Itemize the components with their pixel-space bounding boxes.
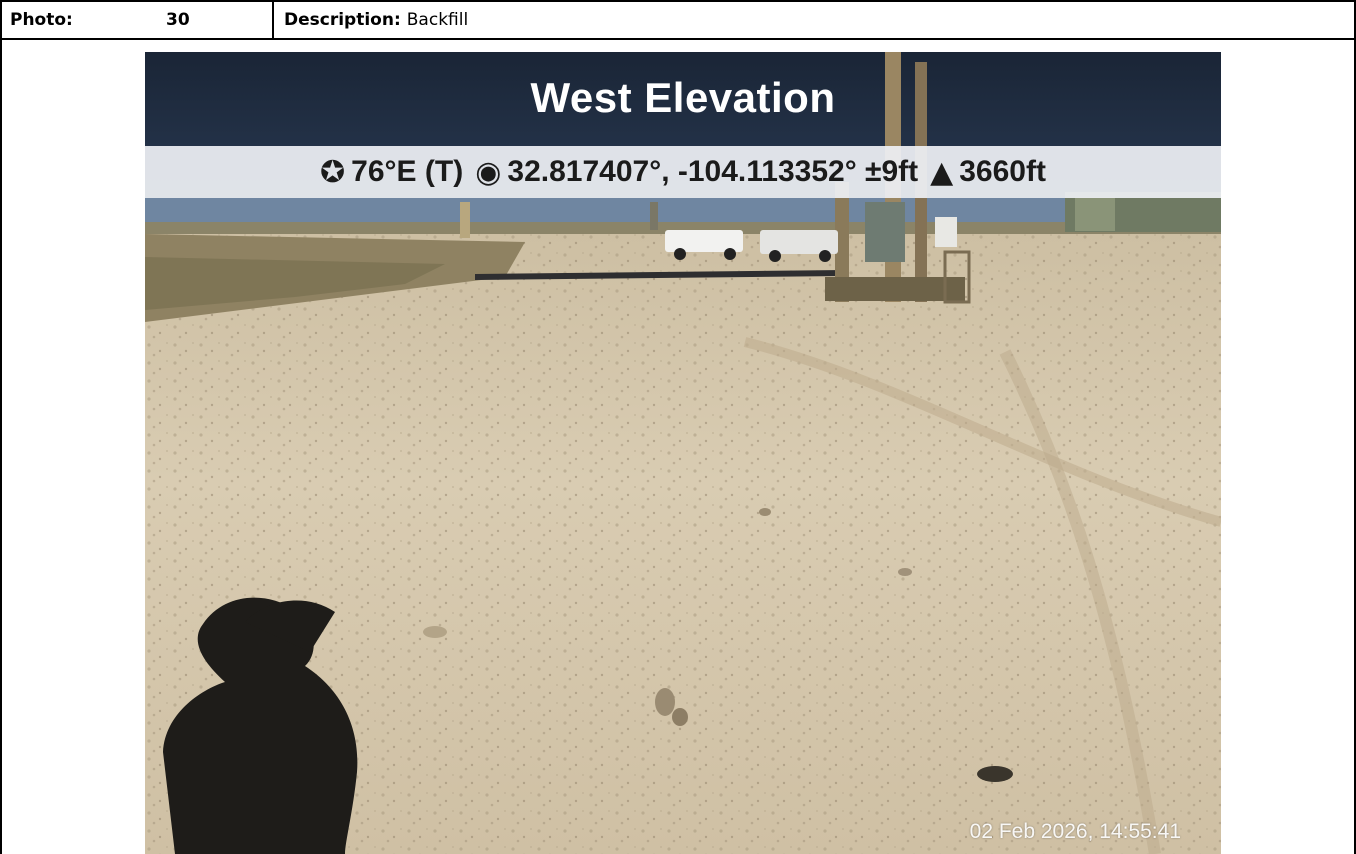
photo-number: 30 [138, 2, 274, 38]
location-dot-icon: ◉ [475, 154, 502, 190]
triangle-up-icon: ▲ [930, 154, 954, 190]
photo-header-row: Photo: 30 Description: Backfill [2, 2, 1354, 40]
coordinates-readout: ◉ 32.817407°, -104.113352° ±9ft [475, 155, 918, 190]
coordinates-value: 32.817407°, -104.113352° ±9ft [507, 155, 919, 188]
photo-label: Photo: [10, 10, 73, 30]
photo-timestamp: 02 Feb 2026, 14:55:41 [969, 820, 1181, 843]
gps-info-band: ✪ 76°E (T) ◉ 32.817407°, -104.113352° ±9… [145, 146, 1221, 198]
description-label: Description: [284, 10, 401, 30]
altitude-readout: ▲ 3660ft [930, 155, 1046, 190]
site-photo: West Elevation ✪ 76°E (T) ◉ 32.817407°, … [145, 52, 1221, 854]
description-cell: Description: Backfill [274, 2, 468, 38]
heading-value: 76°E (T) [351, 155, 464, 188]
photo-title: West Elevation [530, 74, 836, 121]
heading-readout: ✪ 76°E (T) [320, 155, 463, 190]
compass-icon: ✪ [320, 154, 346, 190]
altitude-value: 3660ft [959, 155, 1046, 188]
description-value: Backfill [406, 10, 469, 30]
